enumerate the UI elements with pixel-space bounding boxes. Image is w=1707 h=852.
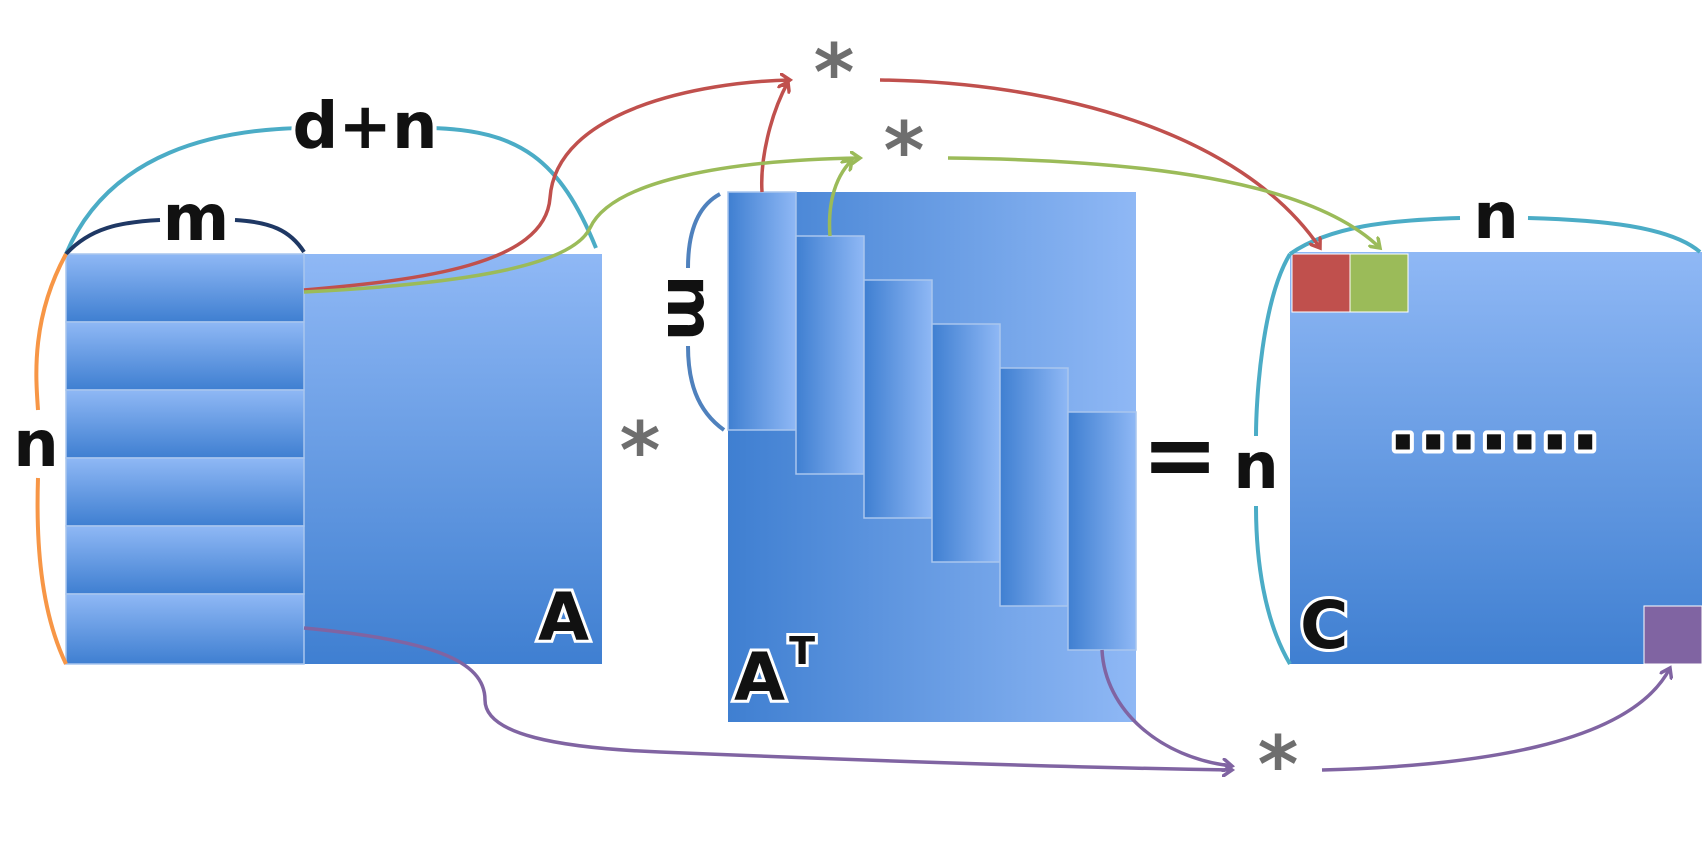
row-block — [65, 321, 305, 391]
multiply-green: * — [884, 107, 925, 197]
brace-block-width — [64, 218, 306, 256]
equals-operator: = — [1141, 401, 1218, 508]
matrix-c: ······· C — [1290, 252, 1703, 667]
result-cell-purple — [1643, 605, 1703, 665]
brace-at-block-height — [686, 192, 726, 432]
row-block — [65, 253, 305, 323]
multiply-red: * — [814, 29, 855, 119]
matrix-c-body — [1290, 252, 1702, 664]
matrix-at-column-blocks — [727, 191, 1137, 651]
multiply-purple: * — [1258, 721, 1299, 811]
label-at-block-height: m — [652, 275, 726, 342]
purple-flow-column-to-product — [1100, 649, 1232, 766]
matrix-a-row-blocks — [65, 253, 305, 665]
matrix-c-label: C — [1300, 587, 1348, 664]
column-block — [727, 191, 797, 431]
label-a-height: n — [13, 408, 59, 482]
brace-c-height — [1254, 252, 1292, 666]
label-a-width: d+n — [293, 90, 438, 164]
brace-a-height — [34, 253, 68, 665]
purple-flow-row-to-product — [303, 626, 1232, 770]
green-flow-product-to-result — [947, 156, 1380, 248]
row-block — [65, 593, 305, 665]
column-block — [863, 279, 933, 519]
label-c-width: n — [1473, 180, 1519, 254]
transpose-superscript: T — [789, 629, 815, 673]
green-flow-column-to-product — [827, 160, 852, 237]
green-flow-row-to-product — [303, 158, 860, 294]
row-block — [65, 525, 305, 595]
result-cell-green — [1349, 253, 1409, 313]
row-block — [65, 457, 305, 527]
brace-c-width — [1288, 216, 1702, 256]
column-block — [999, 367, 1069, 607]
row-block — [65, 389, 305, 459]
red-flow-product-to-result — [879, 78, 1320, 248]
matrix-a-label: A — [538, 579, 589, 656]
column-block — [931, 323, 1001, 563]
label-block-width: m — [163, 182, 230, 256]
result-cell-red — [1291, 253, 1351, 313]
column-block — [1067, 411, 1137, 651]
matrix-a: A — [65, 253, 602, 665]
red-flow-column-to-product — [759, 82, 788, 193]
multiply-operator: * — [620, 407, 661, 497]
brace-a-width — [64, 126, 598, 255]
red-flow-row-to-product — [303, 80, 790, 292]
purple-flow-product-to-result — [1321, 668, 1670, 772]
column-block — [795, 235, 865, 475]
label-c-height: n — [1233, 430, 1279, 504]
ellipsis: ······· — [1388, 396, 1601, 489]
